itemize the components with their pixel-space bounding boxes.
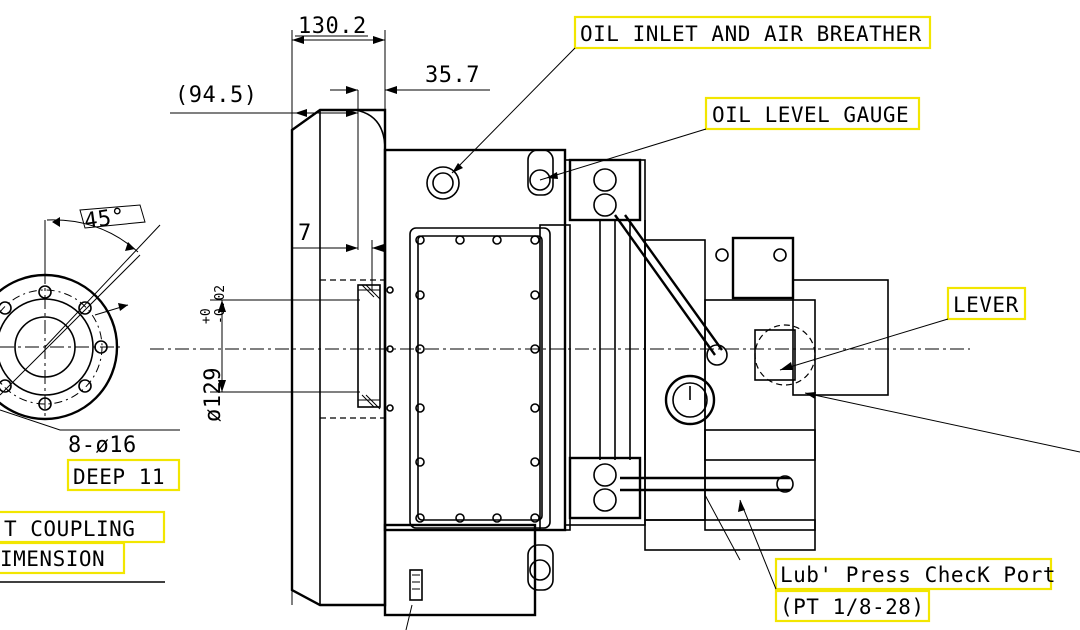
callout-oil-level: OIL LEVEL GAUGE [539,96,921,181]
dim-overall-width: 130.2 [298,14,367,39]
coupling-callout-box-2 [0,541,126,575]
svg-text:Lub' Press ChecK Port: Lub' Press ChecK Port [780,563,1056,587]
gearbox-body [150,148,970,617]
lever-outline [754,324,816,386]
control-assembly [564,158,889,561]
deep-label: DEEP 11 [73,465,165,489]
dim-offset-35: 35.7 [425,63,480,88]
oil-inlet-plug [426,166,460,200]
pressure-gauge [664,374,716,426]
pilot-tol-upper: +0 [199,308,214,324]
callout-lub-press: Lub' Press ChecK Port (PT 1/8-28) [738,499,1056,623]
angle-label: 45° [83,204,127,234]
coupling-label-1: T COUPLING [4,517,135,541]
leader-right [804,392,1080,453]
top-dimensions: 130.2 (94.5) 35.7 7 [170,14,490,605]
flange-housing [290,108,387,607]
svg-text:(PT 1/8-28): (PT 1/8-28) [780,595,925,619]
pilot-diameter-dimension: ø129 +0 -0.02 [199,285,360,422]
callout-oil-inlet: OIL INLET AND AIR BREATHER [451,15,932,174]
coupling-end-view [0,217,180,431]
angle-frame [79,204,146,229]
cover-bolts [386,235,540,523]
pilot-bore-label: ø129 [201,367,226,422]
svg-text:OIL INLET AND AIR BREATHER: OIL INLET AND AIR BREATHER [580,22,922,46]
hole-spec-label: 8-ø16 [68,433,137,458]
callout-lever: LEVER [779,286,1027,371]
leader-bottom [405,604,413,630]
angle-dimension: 45° [79,204,146,234]
svg-text:OIL LEVEL GAUGE: OIL LEVEL GAUGE [712,103,909,127]
pilot-tol-lower: -0.02 [213,285,228,324]
dim-flange-offset: (94.5) [175,83,257,108]
svg-text:LEVER: LEVER [953,293,1019,317]
coupling-label-2: IMENSION [0,547,105,571]
deep-callout-box [66,458,181,492]
dim-small-offset: 7 [298,221,312,246]
